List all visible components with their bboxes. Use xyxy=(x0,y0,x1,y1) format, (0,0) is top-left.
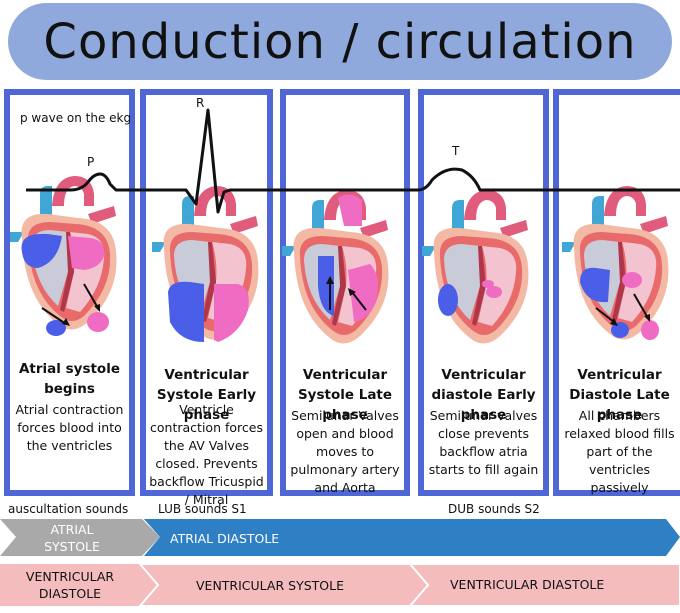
phase-description-2: Ventricle contraction forces the AV Valv… xyxy=(149,402,264,507)
ventricular-diastole-end-arrow xyxy=(407,563,680,607)
lub-sound-label: LUB sounds S1 xyxy=(158,502,247,516)
phase-title-3: Ventricular Systole Late phase xyxy=(297,367,393,423)
ekg-trace xyxy=(26,108,680,214)
phase-panel-1: Atrial systole begins Atrial contraction… xyxy=(4,89,135,496)
atrial-systole-label: ATRIAL SYSTOLE xyxy=(44,522,100,554)
phase-description-3: Semilunar Valves open and blood moves to… xyxy=(290,408,400,495)
atrial-diastole-arrow xyxy=(144,519,680,556)
ekg-label-t: T xyxy=(452,144,460,158)
phase-title-1: Atrial systole begins xyxy=(18,361,120,397)
page-title: Conduction / circulation xyxy=(43,13,637,70)
ekg-label-r: R xyxy=(196,96,205,110)
ventricular-diastole-start-arrow xyxy=(0,564,160,606)
phase-title-4: Ventricular diastole Early phase xyxy=(431,367,536,423)
phase-title-2: Ventricular Systole Early phase xyxy=(156,367,257,423)
phase-description-4: Semilunar valves close prevents backflow… xyxy=(428,408,539,477)
p-wave-note: p wave on the ekg xyxy=(20,111,132,125)
atrial-diastole-label: ATRIAL DIASTOLE xyxy=(170,531,280,546)
phase-description-5: All chambers relaxed blood fills part of… xyxy=(564,408,675,495)
phase-title-5: Ventricular Diastole Late phase xyxy=(569,367,670,423)
phase-description-1: Atrial contraction forces blood into the… xyxy=(15,402,124,453)
dub-sound-label: DUB sounds S2 xyxy=(448,502,540,516)
atrial-systole-arrow xyxy=(0,519,160,556)
ventricular-diastole-start-label: VENTRICULAR DIASTOLE xyxy=(25,569,115,601)
ventricular-diastole-end-label: VENTRICULAR DIASTOLE xyxy=(450,577,605,592)
ventricular-systole-label: VENTRICULAR SYSTOLE xyxy=(196,578,344,593)
ekg-label-p: P xyxy=(87,155,95,169)
auscultation-label: auscultation sounds xyxy=(8,502,129,516)
title-banner: Conduction / circulation xyxy=(8,3,672,80)
